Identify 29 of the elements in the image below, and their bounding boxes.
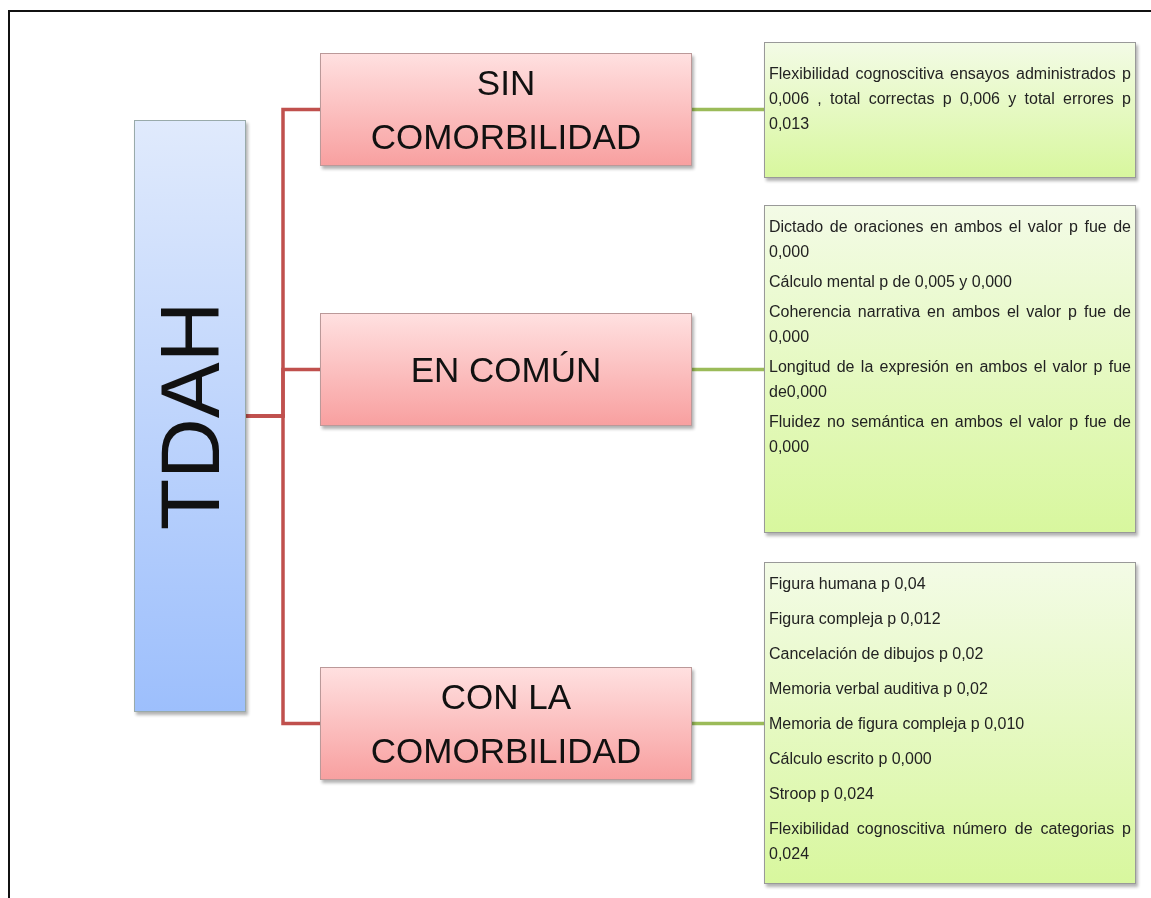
- connector-line: [692, 367, 764, 372]
- results-box: [764, 205, 1136, 533]
- result-text: Flexibilidad cognoscitiva ensayos administrados p 0,006 , total correctas p 0,006 y total errores p 0,013: [769, 64, 1131, 134]
- result-text: Flexibilidad cognoscitiva número de categorias p 0,024: [769, 819, 1131, 864]
- result-text: Longitud de la expresión en ambos el valor p fue de0,000: [769, 357, 1131, 402]
- category-label: CON LA COMORBILIDAD: [369, 675, 643, 772]
- result-text: Dictado de oraciones en ambos el valor p fue de 0,000: [769, 217, 1131, 262]
- category-label: EN COMÚN: [409, 348, 603, 391]
- result-text: Cálculo escrito p 0,000: [769, 749, 933, 769]
- result-text: Memoria verbal auditiva p 0,02: [769, 679, 989, 699]
- connector-line: [692, 721, 764, 726]
- connector-line: [692, 107, 764, 112]
- connector-line: [246, 414, 320, 726]
- results-box: [764, 42, 1136, 178]
- title-text: TDAH: [141, 301, 238, 531]
- category-box: [320, 667, 692, 780]
- result-text: Memoria de figura compleja p 0,010: [769, 714, 1026, 734]
- category-box: [320, 53, 692, 166]
- category-label: SIN COMORBILIDAD: [369, 61, 643, 158]
- result-text: Cancelación de dibujos p 0,02: [769, 644, 985, 664]
- result-text: Cálculo mental p de 0,005 y 0,000: [769, 272, 1013, 292]
- title-box: [134, 120, 246, 712]
- result-text: Stroop p 0,024: [769, 784, 875, 804]
- category-box: [320, 313, 692, 426]
- result-text: Figura humana p 0,04: [769, 574, 927, 594]
- result-text: Figura compleja p 0,012: [769, 609, 942, 629]
- results-box: [764, 562, 1136, 884]
- result-text: Coherencia narrativa en ambos el valor p fue de 0,000: [769, 302, 1131, 347]
- result-text: Fluidez no semántica en ambos el valor p fue de 0,000: [769, 412, 1131, 457]
